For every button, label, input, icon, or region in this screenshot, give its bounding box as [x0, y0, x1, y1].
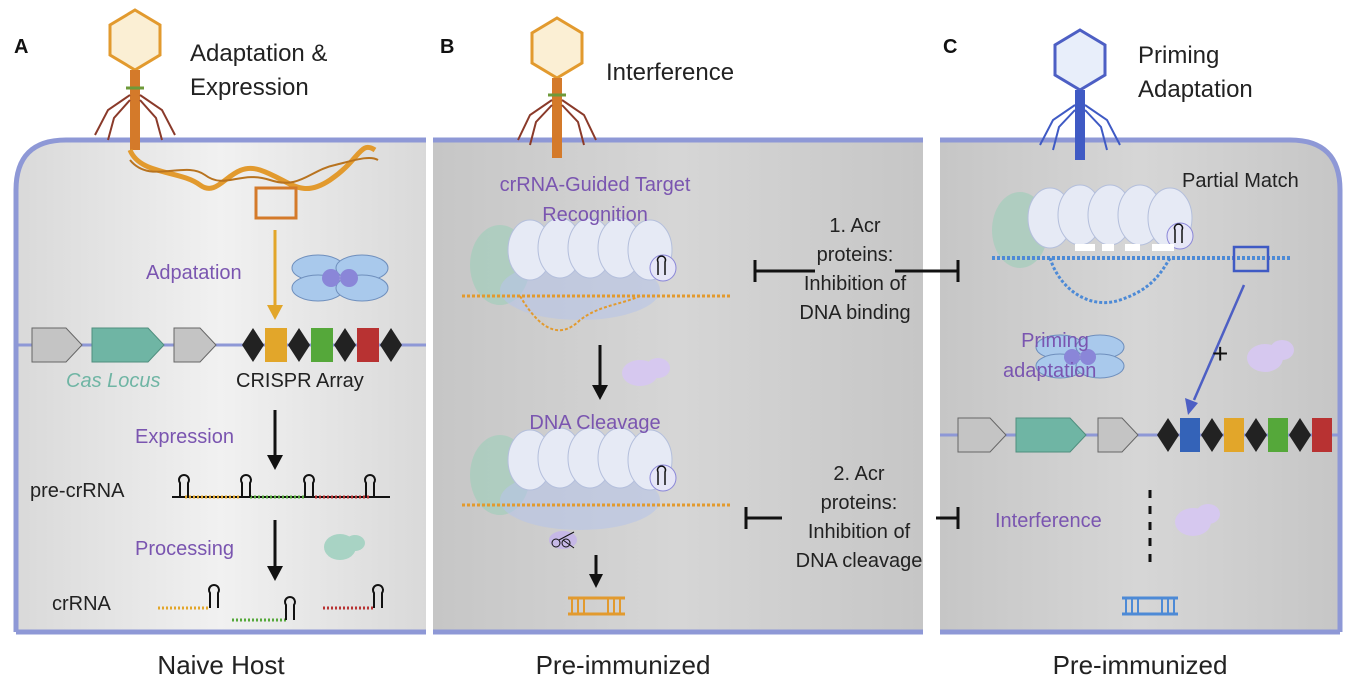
priming-arrow: [1185, 398, 1198, 415]
label-processing: Processing: [135, 538, 234, 560]
cleavage-step-arrow: [592, 385, 608, 400]
panel-a-host-label: Naive Host: [157, 650, 285, 680]
acr-2-line3: Inhibition of: [807, 521, 911, 543]
processing-arrow: [267, 566, 283, 581]
plus-sign: +: [1212, 338, 1229, 369]
panel-c-title-line1: Priming: [1138, 42, 1220, 69]
acr-2-line1: 2. Acr: [833, 463, 885, 485]
pre-crrna-transcript: [172, 474, 390, 499]
cas3-icon-c: [1247, 340, 1294, 372]
acr-label-1: 1. Acr proteins: Inhibition of DNA bindi…: [790, 212, 920, 328]
panel-a-letter: A: [14, 36, 29, 58]
label-priming-line2: adaptation: [1003, 360, 1097, 382]
mismatch-box: [1232, 245, 1270, 273]
cascade-complex-cleaving: [470, 427, 677, 530]
cascade-complex-partial: [992, 184, 1194, 268]
panel-c-letter: C: [943, 36, 958, 58]
acr-1-line2: proteins:: [816, 244, 894, 266]
acr-label-2: 2. Acr proteins: Inhibition of DNA cleav…: [784, 460, 934, 576]
acr-1-line1: 1. Acr: [829, 215, 881, 237]
expression-arrow: [267, 455, 283, 470]
label-pre-crrna: pre-crRNA: [30, 480, 125, 502]
panel-b-letter: B: [440, 36, 455, 58]
cell-preimmunized-b: [433, 140, 923, 632]
cell-preimmunized-c: [940, 140, 1340, 632]
phage-dna-strand: [127, 144, 379, 192]
label-interference-c: Interference: [995, 510, 1102, 532]
genome-c: [940, 417, 1340, 453]
cas-gene-3-icon-c: [1097, 417, 1139, 453]
acr-1-line3: Inhibition of: [803, 273, 907, 295]
acr-1-line4: DNA binding: [799, 302, 911, 324]
cas3-icon-c2: [1175, 504, 1220, 536]
label-partial-match: Partial Match: [1182, 170, 1299, 192]
label-crrna: crRNA: [52, 593, 111, 615]
phage-icon-b: [517, 16, 597, 158]
panel-b-title: Interference: [606, 59, 735, 86]
cas-gene-1-icon-c: [957, 417, 1007, 453]
cas-gene-2-icon-c: [1015, 417, 1087, 453]
cas1-cas2-complex-icon: [291, 254, 389, 302]
panel-b-host-label: Pre-immunized: [535, 650, 711, 680]
acr-2-line4: DNA cleavage: [795, 550, 923, 572]
phage-icon-a: [94, 8, 176, 150]
acr-2-line2: proteins:: [820, 492, 898, 514]
protospacer-box: [254, 186, 298, 220]
degradation-arrow: [589, 574, 603, 588]
cas-gene-2-icon: [91, 327, 165, 363]
cas3-icon-b: [622, 358, 670, 386]
genome-a: [16, 327, 426, 363]
acr-inhibition-1: [753, 260, 960, 282]
label-cas-locus: Cas Locus: [66, 370, 161, 392]
panel-a-title-line2: Expression: [190, 74, 309, 101]
label-dna-cleavage: DNA Cleavage: [529, 412, 661, 434]
label-priming-line1: Priming: [1021, 330, 1089, 352]
mature-crrnas: [158, 584, 384, 622]
label-target-recognition-line2: Recognition: [542, 204, 648, 226]
label-target-recognition-line1: crRNA-Guided Target: [499, 174, 691, 196]
acr-inhibition-2: [744, 507, 960, 529]
panel-a-title-line1: Adaptation &: [190, 40, 328, 67]
label-expression: Expression: [135, 426, 234, 448]
cas1-cas2-complex-icon-c: [1035, 334, 1125, 379]
panel-c-title-line2: Adaptation: [1138, 76, 1253, 103]
label-crispr-array: CRISPR Array: [236, 370, 364, 392]
label-adaptation: Adpatation: [146, 262, 242, 284]
cas-gene-1-icon: [31, 327, 83, 363]
scissors-icon: [549, 531, 577, 549]
cas-gene-3-icon: [173, 327, 217, 363]
cascade-complex-bound: [470, 217, 677, 320]
panel-c-host-label: Pre-immunized: [1052, 650, 1228, 680]
degraded-dna-b: [568, 596, 625, 616]
phage-icon-c: [1039, 28, 1121, 160]
degraded-dna-c: [1122, 596, 1178, 616]
cas6-icon: [324, 534, 365, 560]
